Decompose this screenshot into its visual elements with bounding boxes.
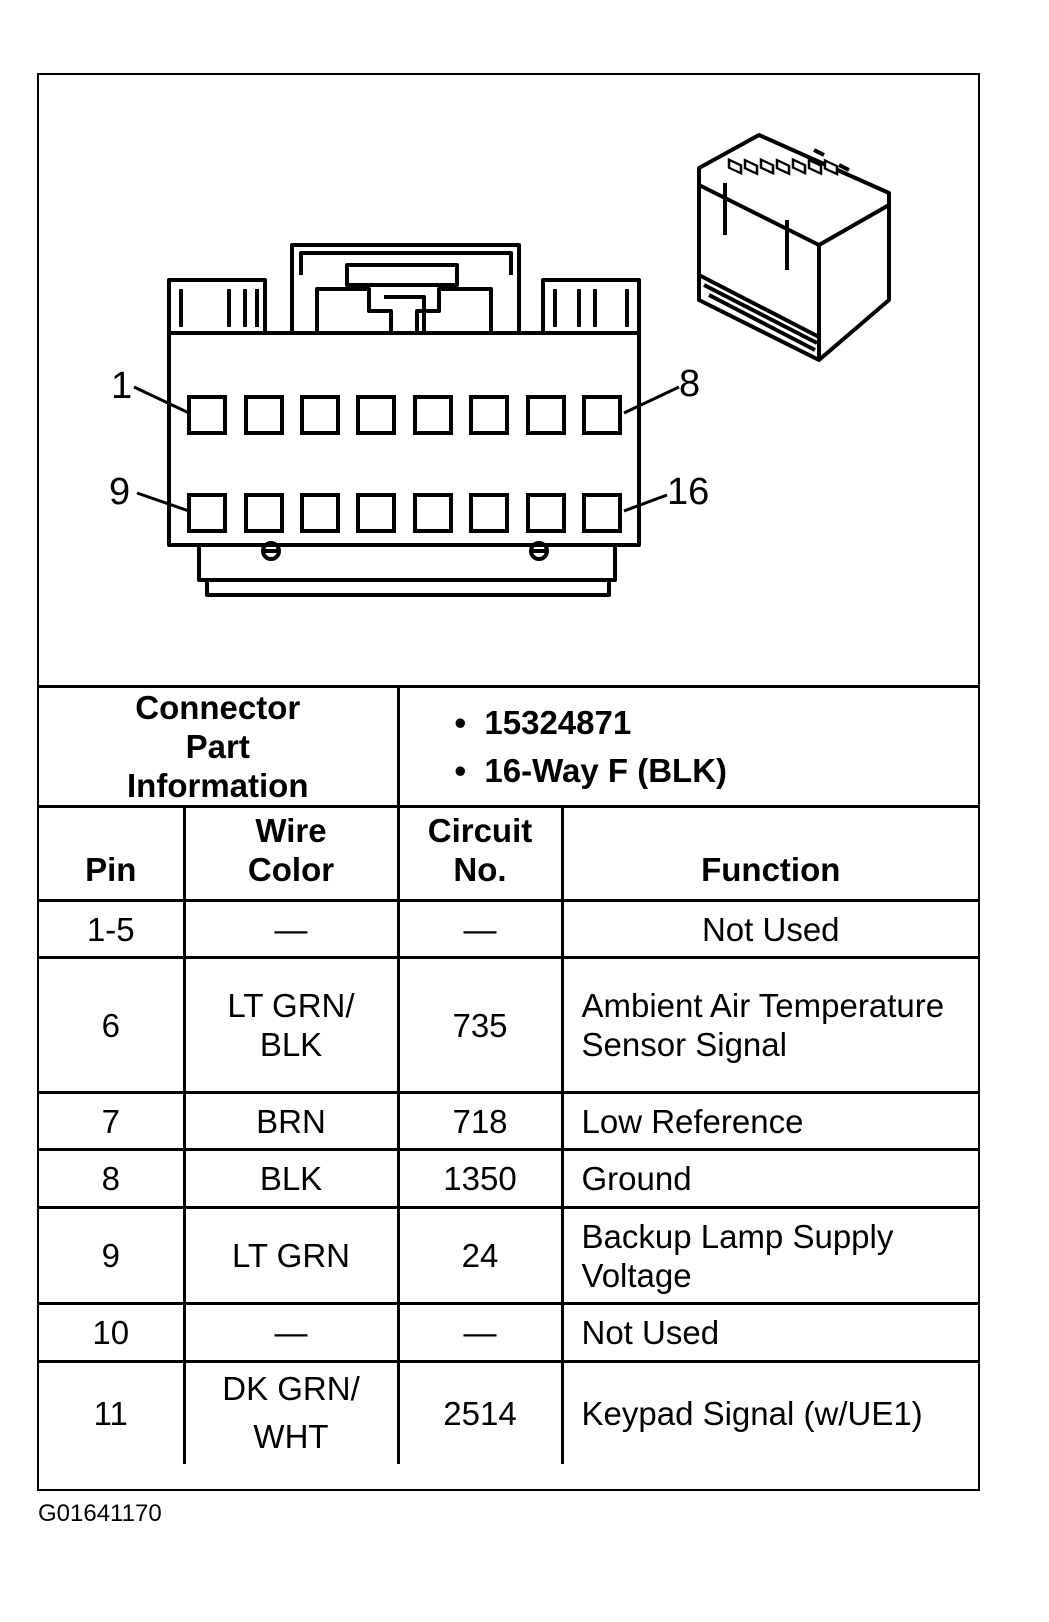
- cavity-1: [187, 395, 227, 435]
- header-wire-color-line2: Color: [247, 851, 335, 888]
- cell-function: Keypad Signal (w/UE1): [560, 1360, 979, 1464]
- cavity-13: [413, 493, 453, 533]
- cell-function: Ambient Air Temperature Sensor Signal: [560, 956, 979, 1094]
- cavity-9: [187, 493, 227, 533]
- part-info-label: Connector Part Information: [39, 685, 400, 808]
- cell-circuit: 24: [396, 1206, 564, 1305]
- cell-function: Not Used: [560, 899, 979, 959]
- cell-circuit: 735: [396, 956, 564, 1094]
- cavity-14: [469, 493, 509, 533]
- connector-diagram: 1 8 9 16: [39, 75, 978, 685]
- part-info-item: • 15324871: [454, 703, 632, 741]
- pin-callout-16: 16: [667, 471, 710, 513]
- cell-pin: 8: [39, 1148, 186, 1209]
- cell-pin: 1-5: [39, 899, 186, 959]
- cell-wire-color: LT GRN/ BLK: [182, 956, 400, 1094]
- cell-pin: 6: [39, 956, 186, 1094]
- cell-wire-color: BRN: [182, 1091, 400, 1151]
- part-description: 16-Way F (BLK): [484, 751, 728, 789]
- connector-body-outline: [167, 331, 641, 547]
- cell-circuit: —: [396, 899, 564, 959]
- pin-callout-1: 1: [111, 365, 133, 407]
- cavity-row-bottom: [187, 493, 622, 533]
- table-row: 9 LT GRN 24 Backup Lamp Supply Voltage: [39, 1206, 979, 1305]
- cell-circuit: 718: [396, 1091, 564, 1151]
- header-wire-color-line1: Wire: [255, 812, 327, 849]
- cell-circuit: —: [396, 1302, 564, 1363]
- diagram-frame: 1 8 9 16 Connector Part Information • 15…: [37, 73, 980, 1491]
- cavity-5: [413, 395, 453, 435]
- cavity-11: [300, 493, 340, 533]
- table-row: 10 — — Not Used: [39, 1302, 979, 1363]
- figure-id: G01641170: [38, 1500, 162, 1527]
- leader-pin-16: [623, 493, 668, 513]
- cell-function: Low Reference: [560, 1091, 979, 1151]
- cell-wire-color: LT GRN: [182, 1206, 400, 1305]
- table-row: 1-5 — — Not Used: [39, 899, 979, 959]
- connector-face-view: [133, 133, 891, 597]
- cell-circuit: 2514: [396, 1360, 564, 1464]
- leader-pin-8: [623, 385, 680, 415]
- cell-circuit: 1350: [396, 1148, 564, 1209]
- cell-function: Backup Lamp Supply Voltage: [560, 1206, 979, 1305]
- header-wire-color: Wire Color: [182, 805, 400, 902]
- table-row: 11 DK GRN/ WHT 2514 Keypad Signal (w/UE1…: [39, 1360, 979, 1464]
- latch-outline: [290, 243, 521, 333]
- cavity-15: [526, 493, 566, 533]
- pin-callout-9: 9: [109, 471, 131, 513]
- part-number: 15324871: [484, 703, 632, 741]
- header-circuit-line1: Circuit: [427, 812, 533, 849]
- header-function: Function: [560, 805, 979, 902]
- cell-pin: 9: [39, 1206, 186, 1305]
- cell-function: Ground: [560, 1148, 979, 1209]
- cell-wire-color: —: [182, 899, 400, 959]
- header-circuit-line2: No.: [453, 851, 507, 888]
- table-row: 7 BRN 718 Low Reference: [39, 1091, 979, 1151]
- cell-pin: 7: [39, 1091, 186, 1151]
- cavity-8: [582, 395, 622, 435]
- part-info-row: Connector Part Information • 15324871 • …: [39, 685, 979, 808]
- cavity-16: [582, 493, 622, 533]
- pin-callout-8: 8: [679, 363, 701, 405]
- cell-wire-color: —: [182, 1302, 400, 1363]
- table-row: 6 LT GRN/ BLK 735 Ambient Air Temperatur…: [39, 956, 979, 1094]
- cell-wire-color: BLK: [182, 1148, 400, 1209]
- cavity-7: [526, 395, 566, 435]
- cavity-6: [469, 395, 509, 435]
- cell-wire-color: DK GRN/ WHT: [182, 1360, 400, 1464]
- cavity-2: [244, 395, 284, 435]
- part-info-list: • 15324871 • 16-Way F (BLK): [396, 685, 979, 808]
- header-pin: Pin: [39, 805, 186, 902]
- table-row: 8 BLK 1350 Ground: [39, 1148, 979, 1209]
- leader-pin-1: [133, 385, 190, 415]
- part-info-item: • 16-Way F (BLK): [454, 751, 728, 789]
- cell-pin: 10: [39, 1302, 186, 1363]
- cavity-row-top: [187, 395, 622, 435]
- isometric-cavities: [727, 157, 839, 176]
- cavity-12: [356, 493, 396, 533]
- connector-isometric-view: [697, 133, 891, 362]
- cavity-10: [244, 493, 284, 533]
- cavity-3: [300, 395, 340, 435]
- connector-pinout-table: Connector Part Information • 15324871 • …: [39, 685, 979, 1464]
- header-row: Pin Wire Color Circuit No. Function: [39, 805, 979, 902]
- cavity-4: [356, 395, 396, 435]
- leader-pin-9: [136, 491, 190, 513]
- cell-function: Not Used: [560, 1302, 979, 1363]
- header-circuit: Circuit No.: [396, 805, 564, 902]
- cell-pin: 11: [39, 1360, 186, 1464]
